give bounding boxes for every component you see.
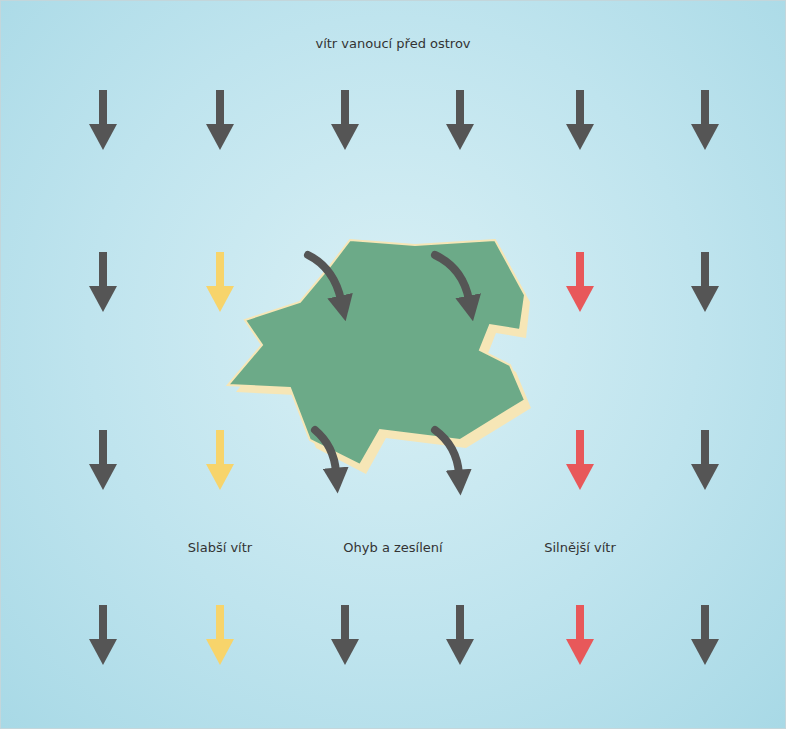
wind-arrows-row3	[89, 430, 719, 490]
wind-arrows-top	[89, 90, 719, 150]
wind-label: Ohyb a zesílení	[343, 540, 442, 555]
diagram-title: vítr vanoucí před ostrov	[315, 36, 470, 51]
bent-wind-arrows	[308, 255, 469, 474]
wind-label: Silnější vítr	[544, 540, 616, 555]
island	[228, 240, 531, 474]
wind-label: Slabší vítr	[188, 540, 252, 555]
wind-arrows-bottom	[89, 605, 719, 665]
